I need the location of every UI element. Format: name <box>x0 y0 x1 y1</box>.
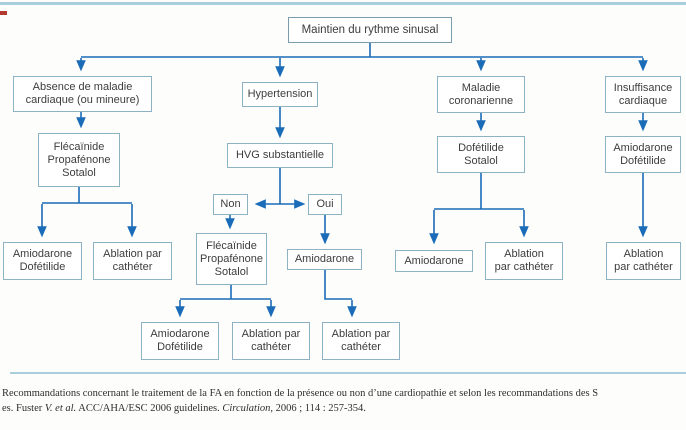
red-edge-mark <box>0 11 7 15</box>
node-maladie-coronarienne: Maladie coronarienne <box>437 76 525 113</box>
node-absence-maladie-cardiaque: Absence de maladie cardiaque (ou mineure… <box>13 76 152 112</box>
node-flecainide-propafenone-sotalol: Flécaïnide Propafénone Sotalol <box>38 133 120 187</box>
caption-ref-text: es. Fuster <box>2 402 45 414</box>
node-ablation-catheter-absence: Ablation par cathéter <box>93 242 172 280</box>
bottom-rule <box>10 372 686 374</box>
node-hvg-substantielle: HVG substantielle <box>227 143 333 168</box>
connector-trunk <box>81 43 643 58</box>
node-amiodarone-dofetilide-hf: Amiodarone Dofétilide <box>605 136 681 173</box>
caption-guidelines-text: ACC/AHA/ESC 2006 guidelines. <box>76 402 223 414</box>
connector-line <box>324 270 352 300</box>
node-insuffisance-cardiaque: Insuffisance cardiaque <box>605 76 681 113</box>
node-amiodarone-dofetilide-non: Amiodarone Dofétilide <box>141 322 219 360</box>
top-rule <box>0 2 686 5</box>
caption-journal-italic: Circulation <box>222 402 271 414</box>
node-flecainide-propafenone-sotalol-non: Flécaïnide Propafénone Sotalol <box>196 233 267 285</box>
node-oui: Oui <box>308 194 342 215</box>
connector-line <box>180 285 271 300</box>
node-amiodarone-oui: Amiodarone <box>287 249 362 270</box>
node-ablation-catheter-oui: Ablation par cathéter <box>322 322 400 360</box>
node-dofetilide-sotalol: Dofétilide Sotalol <box>437 136 525 173</box>
caption-authors-italic: V. et al. <box>44 402 77 414</box>
node-amiodarone-coronary: Amiodarone <box>395 250 473 272</box>
caption-pages-text: , 2006 ; 114 : 257-354. <box>270 402 366 414</box>
node-ablation-catheter-non: Ablation par cathéter <box>232 322 310 360</box>
connector-line <box>434 173 524 210</box>
node-ablation-catheter-coronary: Ablation par cathéter <box>485 242 563 280</box>
caption-line-2: es. Fuster V. et al. ACC/AHA/ESC 2006 gu… <box>2 402 686 417</box>
figure-caption: Recommandations concernant le traitement… <box>2 387 686 416</box>
node-ablation-catheter-hf: Ablation par cathéter <box>606 242 681 280</box>
connector-line <box>42 187 132 204</box>
node-amiodarone-dofetilide-absence: Amiodarone Dofétilide <box>3 242 82 280</box>
caption-line-1: Recommandations concernant le traitement… <box>2 388 599 399</box>
node-hypertension: Hypertension <box>242 82 318 107</box>
node-maintien-rythme-sinusal: Maintien du rythme sinusal <box>288 17 452 43</box>
node-non: Non <box>213 194 248 215</box>
